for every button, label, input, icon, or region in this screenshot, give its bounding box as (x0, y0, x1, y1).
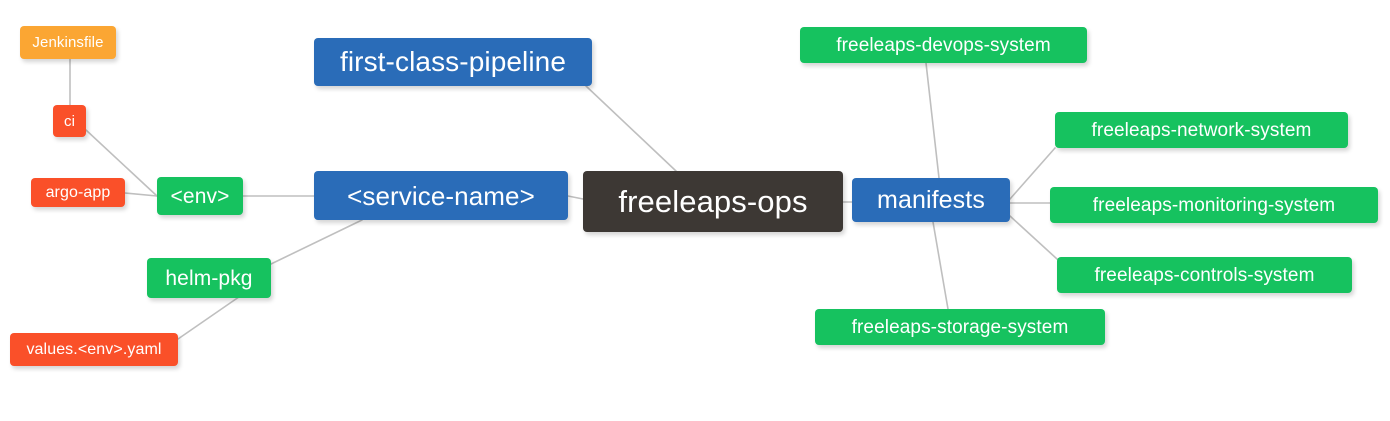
node-service-name[interactable]: <service-name> (314, 171, 568, 220)
node-label-first-class-pipeline: first-class-pipeline (339, 46, 567, 77)
node-label-monitoring-system: freeleaps-monitoring-system (1092, 194, 1336, 216)
node-label-storage-system: freeleaps-storage-system (851, 316, 1069, 338)
node-controls-system[interactable]: freeleaps-controls-system (1057, 257, 1352, 293)
node-label-argo-app: argo-app (45, 183, 111, 201)
edge-controls-system-to-manifests (1009, 215, 1058, 260)
node-storage-system[interactable]: freeleaps-storage-system (815, 309, 1105, 345)
node-ci[interactable]: ci (53, 105, 86, 137)
edge-first-class-pipeline-to-freeleaps-ops (585, 85, 677, 172)
edge-devops-system-to-manifests (925, 62, 940, 179)
edge-storage-system-to-manifests (932, 221, 949, 310)
node-manifests[interactable]: manifests (852, 178, 1010, 222)
node-values-yaml[interactable]: values.<env>.yaml (10, 333, 178, 366)
node-label-controls-system: freeleaps-controls-system (1094, 264, 1315, 286)
node-jenkinsfile[interactable]: Jenkinsfile (20, 26, 116, 59)
node-label-env: <env> (170, 184, 230, 208)
edge-helm-pkg-to-service-name (270, 219, 363, 265)
node-label-service-name: <service-name> (347, 180, 535, 211)
node-freeleaps-ops[interactable]: freeleaps-ops (583, 171, 843, 232)
node-first-class-pipeline[interactable]: first-class-pipeline (314, 38, 592, 86)
edge-service-name-to-freeleaps-ops (567, 195, 584, 200)
node-label-values-yaml: values.<env>.yaml (26, 340, 162, 358)
node-env[interactable]: <env> (157, 177, 243, 215)
node-label-network-system: freeleaps-network-system (1091, 119, 1312, 141)
node-network-system[interactable]: freeleaps-network-system (1055, 112, 1348, 148)
edge-network-system-to-manifests (1009, 147, 1056, 200)
node-label-helm-pkg: helm-pkg (165, 266, 253, 290)
edge-argo-app-to-env (124, 192, 158, 197)
node-argo-app[interactable]: argo-app (31, 178, 125, 207)
node-label-jenkinsfile: Jenkinsfile (32, 34, 104, 51)
node-label-devops-system: freeleaps-devops-system (836, 34, 1051, 56)
node-label-freeleaps-ops: freeleaps-ops (618, 184, 808, 219)
node-devops-system[interactable]: freeleaps-devops-system (800, 27, 1087, 63)
node-label-manifests: manifests (877, 185, 985, 214)
node-monitoring-system[interactable]: freeleaps-monitoring-system (1050, 187, 1378, 223)
node-label-ci: ci (63, 112, 76, 130)
node-helm-pkg[interactable]: helm-pkg (147, 258, 271, 298)
